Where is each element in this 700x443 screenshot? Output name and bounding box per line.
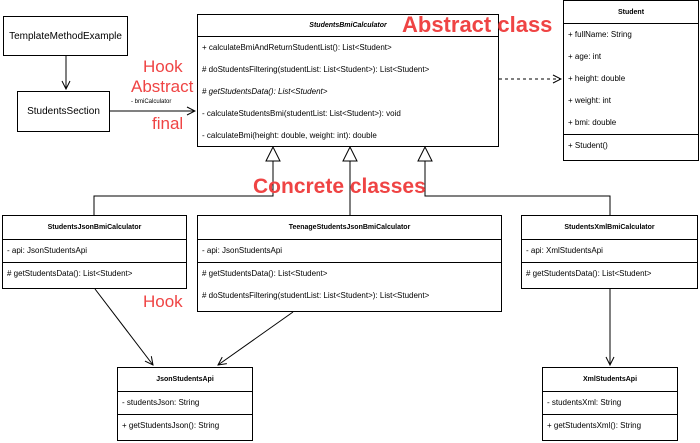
method-item: - calculateStudentsBmi(studentList: List… <box>202 109 401 118</box>
abstract-annotation: Abstract <box>131 77 194 96</box>
field-item: - api: XmlStudentsApi <box>526 246 603 255</box>
concrete-classes-annotation: Concrete classes <box>253 175 426 198</box>
field-item: + fullName: String <box>568 30 632 39</box>
methods-section: # getStudentsData(): List<Student> # doS… <box>198 263 501 307</box>
methods-section: + calculateBmiAndReturnStudentList(): Li… <box>198 37 498 147</box>
class-title: StudentsBmiCalculator <box>198 15 498 37</box>
class-title: StudentsJsonBmiCalculator <box>3 216 186 240</box>
final-annotation: final <box>152 114 184 133</box>
method-item: # getStudentsData(): List<Student> <box>202 87 328 96</box>
method-item: # getStudentsData(): List<Student> <box>202 269 328 278</box>
json-students-api-class[interactable]: JsonStudentsApi - studentsJson: String +… <box>117 367 253 441</box>
class-title: StudentsXmlBmiCalculator <box>522 216 697 240</box>
methods-section: # getStudentsData(): List<Student> <box>522 263 697 285</box>
method-item: # doStudentsFiltering(studentList: List<… <box>202 291 430 300</box>
field-item: + weight: int <box>568 96 611 105</box>
students-section-box[interactable]: StudentsSection <box>17 91 110 132</box>
xml-students-api-class[interactable]: XmlStudentsApi - studentsXml: String + g… <box>542 367 678 441</box>
edge-xml-calc-inherits <box>424 161 611 215</box>
students-json-bmi-calculator-class[interactable]: StudentsJsonBmiCalculator - api: JsonStu… <box>2 215 187 289</box>
class-title: JsonStudentsApi <box>118 368 252 392</box>
edge-json-calc-inherits <box>93 161 274 215</box>
template-method-example-box[interactable]: TemplateMethodExample <box>3 16 128 56</box>
fields-section: - api: JsonStudentsApi <box>3 240 186 263</box>
fields-section: - studentsJson: String <box>118 392 252 415</box>
students-bmi-calculator-class[interactable]: StudentsBmiCalculator + calculateBmiAndR… <box>197 14 499 147</box>
method-item: + Student() <box>568 141 608 150</box>
class-title: TeenageStudentsJsonBmiCalculator <box>198 216 501 240</box>
fields-section: - api: JsonStudentsApi <box>198 240 501 263</box>
class-title: XmlStudentsApi <box>543 368 677 392</box>
method-item: + getStudentsJson(): String <box>122 421 220 430</box>
hook-annotation-top: Hook <box>143 57 183 76</box>
student-class[interactable]: Student + fullName: String + age: int + … <box>563 0 699 161</box>
method-item: # doStudentsFiltering(studentList: List<… <box>202 65 430 74</box>
field-item: - api: JsonStudentsApi <box>7 246 88 255</box>
method-item: # getStudentsData(): List<Student> <box>526 269 652 278</box>
abstract-class-annotation: Abstract class <box>402 12 553 37</box>
field-item: - studentsJson: String <box>122 398 200 407</box>
inherit-arrow-json <box>265 145 281 162</box>
edge-json-calc-to-api <box>94 288 153 365</box>
field-item: + bmi: double <box>568 118 617 127</box>
edge-teen-calc-to-api <box>218 311 294 365</box>
students-xml-bmi-calculator-class[interactable]: StudentsXmlBmiCalculator - api: XmlStude… <box>521 215 698 289</box>
inherit-arrow-xml <box>417 145 433 162</box>
methods-section: + getStudentsXml(): String <box>543 415 677 437</box>
methods-section: + getStudentsJson(): String <box>118 415 252 437</box>
bmi-calculator-edge-label: - bmiCalculator <box>131 99 172 105</box>
hook-annotation-bottom: Hook <box>143 292 183 311</box>
class-title: Student <box>564 1 698 24</box>
field-item: - studentsXml: String <box>547 398 622 407</box>
methods-section: # getStudentsData(): List<Student> <box>3 263 186 285</box>
method-item: + getStudentsXml(): String <box>547 421 642 430</box>
fields-section: - api: XmlStudentsApi <box>522 240 697 263</box>
template-method-example-label: TemplateMethodExample <box>9 30 122 42</box>
fields-section: + fullName: String + age: int + height: … <box>564 24 698 135</box>
method-item: + calculateBmiAndReturnStudentList(): Li… <box>202 43 392 52</box>
inherit-arrow-teen <box>342 145 358 162</box>
field-item: + height: double <box>568 74 626 83</box>
field-item: + age: int <box>568 52 602 61</box>
method-item: # getStudentsData(): List<Student> <box>7 269 133 278</box>
method-item: - calculateBmi(height: double, weight: i… <box>202 131 377 140</box>
students-section-label: StudentsSection <box>27 106 100 117</box>
fields-section: - studentsXml: String <box>543 392 677 415</box>
methods-section: + Student() <box>564 135 698 157</box>
field-item: - api: JsonStudentsApi <box>202 246 283 255</box>
teenage-students-json-bmi-calculator-class[interactable]: TeenageStudentsJsonBmiCalculator - api: … <box>197 215 502 312</box>
